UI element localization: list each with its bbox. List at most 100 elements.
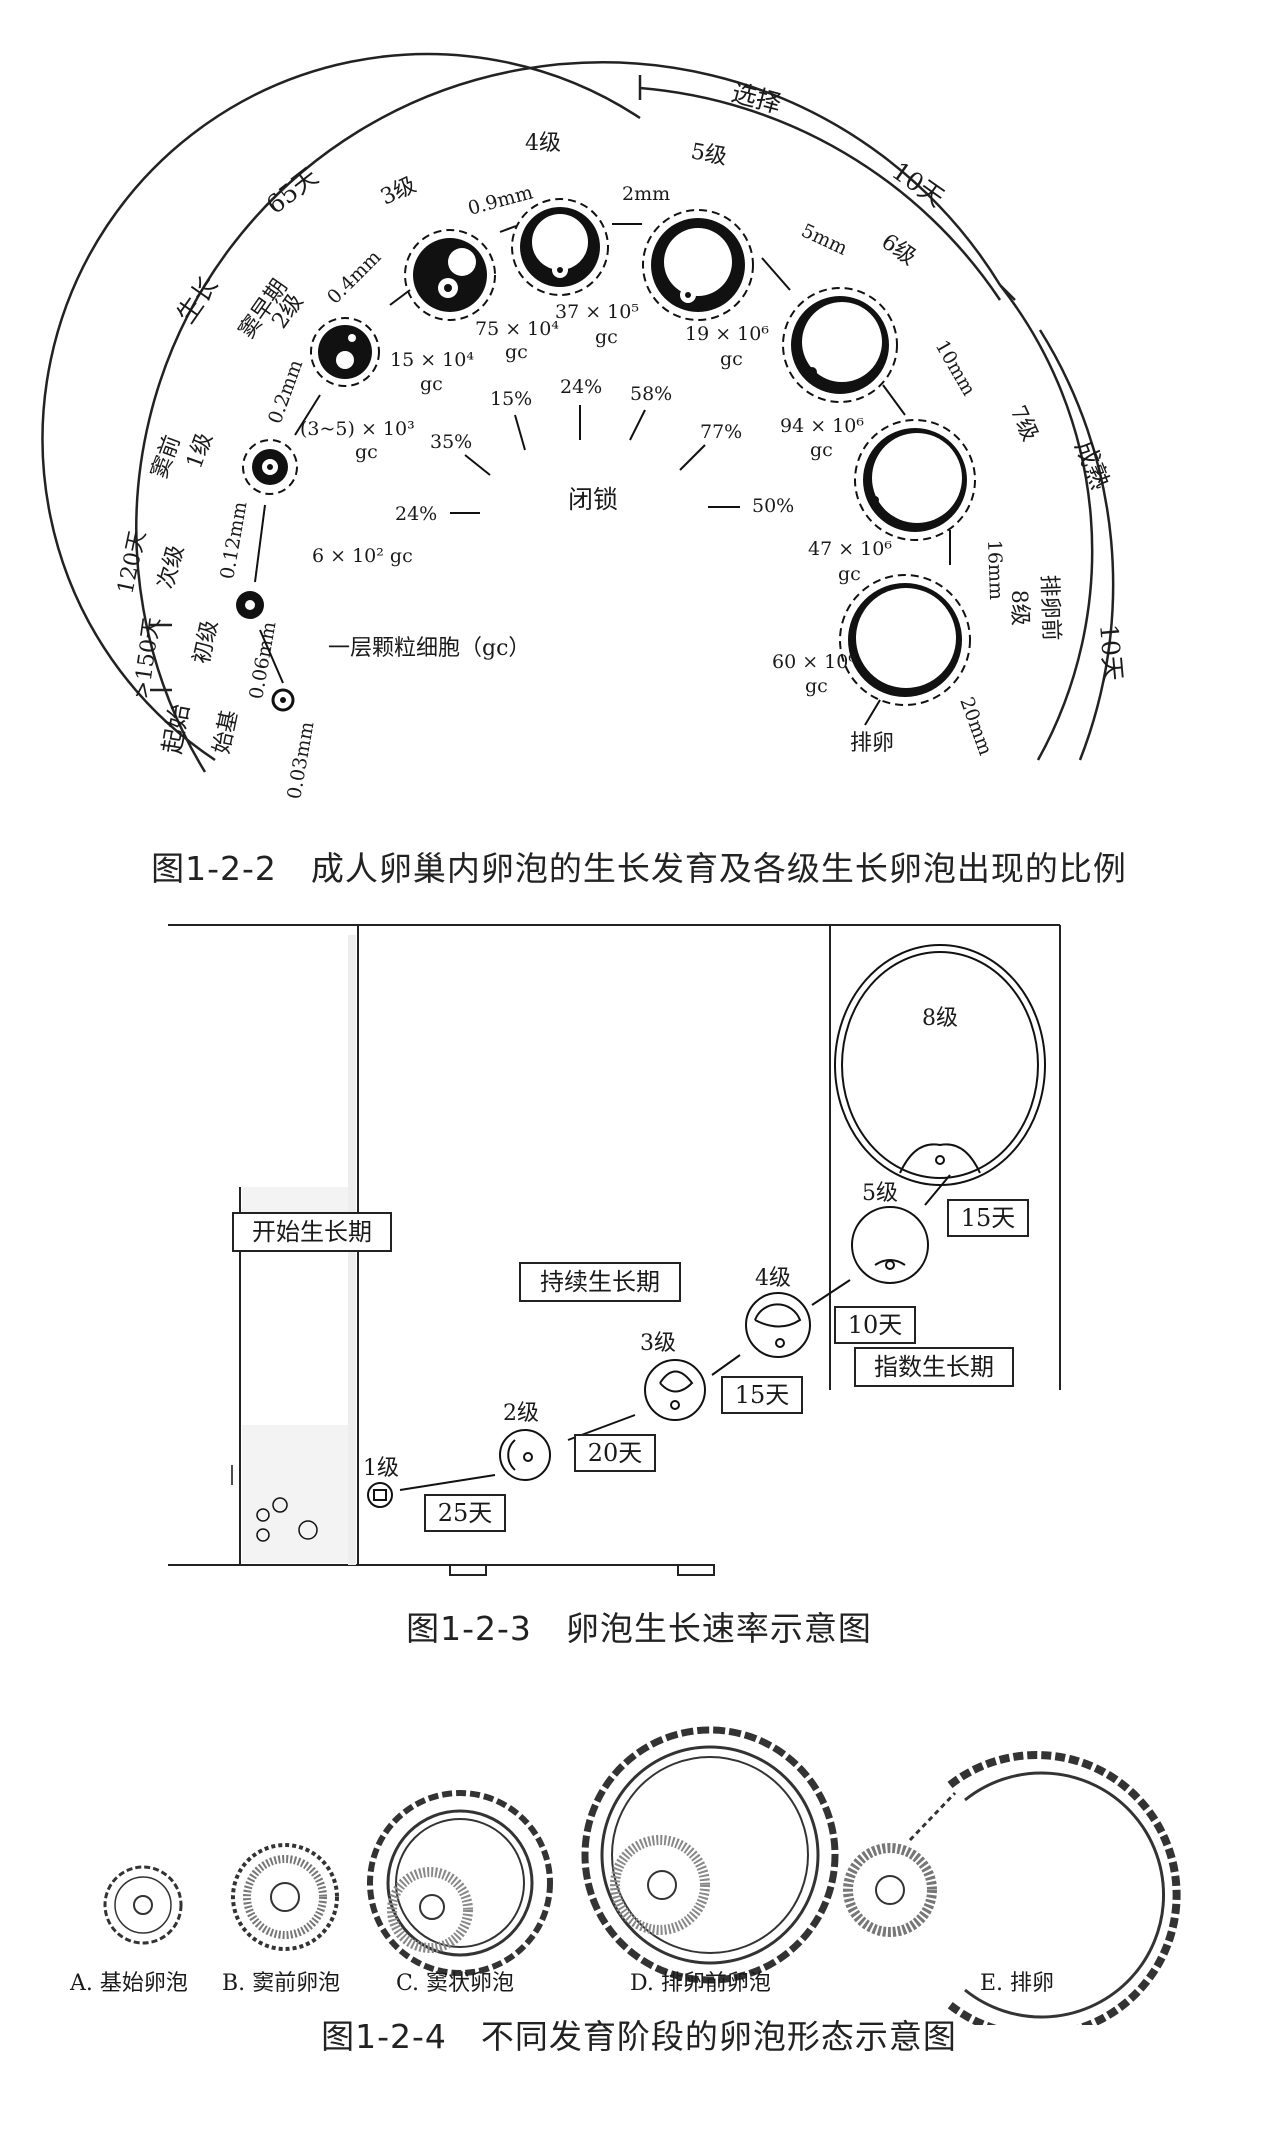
count-60e6-gc: gc [805, 675, 828, 697]
stage-primary: 初级 [189, 618, 223, 666]
phase-continuous: 持续生长期 [540, 1268, 660, 1296]
label-growth: 生长 [171, 271, 223, 329]
label-mature: 成熟 [1069, 436, 1115, 493]
label-start: 起始 [157, 702, 194, 756]
count-6e2: 6 × 10² gc [312, 545, 413, 567]
size-2: 2mm [622, 183, 670, 205]
follicle-primary [236, 591, 264, 619]
grade-8: 8级 [922, 1006, 958, 1031]
label-150-days: >150天 [129, 616, 165, 701]
follicle-growth-rate-diagram: 开始生长期 持续生长期 指数生长期 1级 2级 3级 4级 5级 [168, 924, 1061, 1576]
size-006: 0.06mm [245, 620, 280, 701]
count-60e6: 60 × 10⁶ [772, 651, 856, 673]
count-19e6: 19 × 10⁶ [685, 323, 769, 345]
label-d: D. 排卵前卵泡 [630, 1971, 771, 1996]
size-5: 5mm [798, 220, 851, 260]
select-arc [639, 86, 1002, 301]
duration-10: 10天 [848, 1311, 903, 1339]
grade-4: 4级 [755, 1266, 791, 1291]
stage-preantral: 窦前 [147, 432, 186, 482]
mature-arc [1038, 329, 1115, 761]
label-a: A. 基始卵泡 [69, 1971, 188, 1996]
stage-grade8: 8级 [1006, 589, 1032, 626]
stage-grade4: 4级 [525, 131, 561, 156]
count-3-5e3-gc: gc [355, 441, 378, 463]
size-003: 0.03mm [283, 720, 318, 801]
atresia-50: 50% [752, 495, 794, 517]
count-19e6-gc: gc [720, 348, 743, 370]
atresia-77: 77% [700, 421, 742, 443]
atresia-label: 闭锁 [568, 485, 618, 514]
size-04: 0.4mm [323, 246, 385, 308]
figure-3-caption: 图1-2-4 不同发育阶段的卵泡形态示意图 [321, 2017, 957, 2056]
count-15e4: 15 × 10⁴ [390, 349, 474, 371]
follicle-growth-arc-diagram: 起始 >150天 120天 生长 65天 选择 10天 成熟 10天 始基 初级… [41, 52, 1128, 801]
duration-20: 20天 [588, 1439, 643, 1467]
phase-start: 开始生长期 [252, 1218, 372, 1246]
stage-grade7: 7级 [1005, 402, 1043, 445]
follicle-preantral-drawing [231, 1843, 339, 1951]
count-37e5: 37 × 10⁵ [555, 301, 639, 323]
label-65-days: 65天 [261, 162, 324, 220]
size-10: 10mm [931, 337, 980, 400]
stage-preovulatory: 排卵前 [1036, 574, 1063, 641]
count-94e6: 94 × 10⁶ [780, 415, 864, 437]
follicle-grade6 [782, 287, 898, 403]
outer-arc-select-mature [999, 284, 1094, 761]
size-02: 0.2mm [264, 357, 307, 427]
follicle-grade2 [310, 317, 380, 387]
count-37e5-gc: gc [595, 326, 618, 348]
grade-3: 3级 [640, 1331, 676, 1356]
size-012: 0.12mm [216, 500, 251, 581]
count-94e6-gc: gc [810, 439, 833, 461]
figure-1-caption: 图1-2-2 成人卵巢内卵泡的生长发育及各级生长卵泡出现的比例 [151, 849, 1127, 888]
count-47e6: 47 × 10⁶ [808, 538, 892, 560]
stage-grade6: 6级 [877, 229, 921, 270]
duration-25: 25天 [438, 1499, 493, 1527]
count-75e4: 75 × 10⁴ [475, 318, 559, 340]
count-3-5e3: (3~5) × 10³ [300, 418, 415, 440]
label-b: B. 窦前卵泡 [222, 1971, 340, 1996]
atresia-15: 15% [490, 388, 532, 410]
follicle-antral-drawing [367, 1790, 553, 1976]
stage-grade1: 1级 [182, 430, 218, 472]
follicle-grade4 [511, 198, 609, 296]
grade-5: 5级 [862, 1181, 898, 1206]
size-16: 16mm [983, 539, 1007, 600]
follicle-primordial [271, 688, 295, 712]
stage-primordial: 始基 [209, 708, 243, 756]
figure-2-caption: 图1-2-3 卵泡生长速率示意图 [406, 1609, 872, 1648]
count-47e6-gc: gc [838, 563, 861, 585]
stage-ovulation: 排卵 [850, 731, 894, 756]
outer-arc-growth [135, 61, 1002, 773]
duration-15-a: 15天 [735, 1381, 790, 1409]
phase-exponential: 指数生长期 [874, 1353, 994, 1381]
follicle-primordial-drawing [103, 1865, 183, 1945]
stage-grade5: 5级 [689, 139, 729, 170]
label-c: C. 窦状卵泡 [396, 1971, 514, 1996]
atresia-24-top: 24% [560, 376, 602, 398]
label-select: 选择 [728, 78, 784, 119]
grade-2: 2级 [503, 1401, 539, 1426]
inner-arc-stages [41, 52, 641, 762]
label-120-days: 120天 [113, 528, 151, 596]
label-e: E. 排卵 [980, 1971, 1054, 1996]
follicle-grade5 [642, 209, 754, 321]
follicle-sequence [236, 198, 976, 712]
follicle-grade3 [404, 229, 496, 321]
grade-1: 1级 [363, 1456, 399, 1481]
count-75e4-gc: gc [505, 341, 528, 363]
atresia-58: 58% [630, 383, 672, 405]
size-20: 20mm [955, 694, 996, 758]
stage-secondary: 次级 [154, 543, 190, 592]
follicle-secondary [242, 439, 298, 495]
follicle-preovulatory-drawing [581, 1726, 839, 1984]
single-layer-gc: 一层颗粒细胞（gc） [328, 636, 530, 661]
atresia-24-left: 24% [395, 503, 437, 525]
atresia-35: 35% [430, 431, 472, 453]
ovulation-drawing [843, 1751, 1181, 2025]
duration-15-b: 15天 [961, 1204, 1016, 1232]
follicle-grade7 [854, 419, 976, 541]
follicle-grade8 [839, 574, 971, 706]
count-15e4-gc: gc [420, 373, 443, 395]
